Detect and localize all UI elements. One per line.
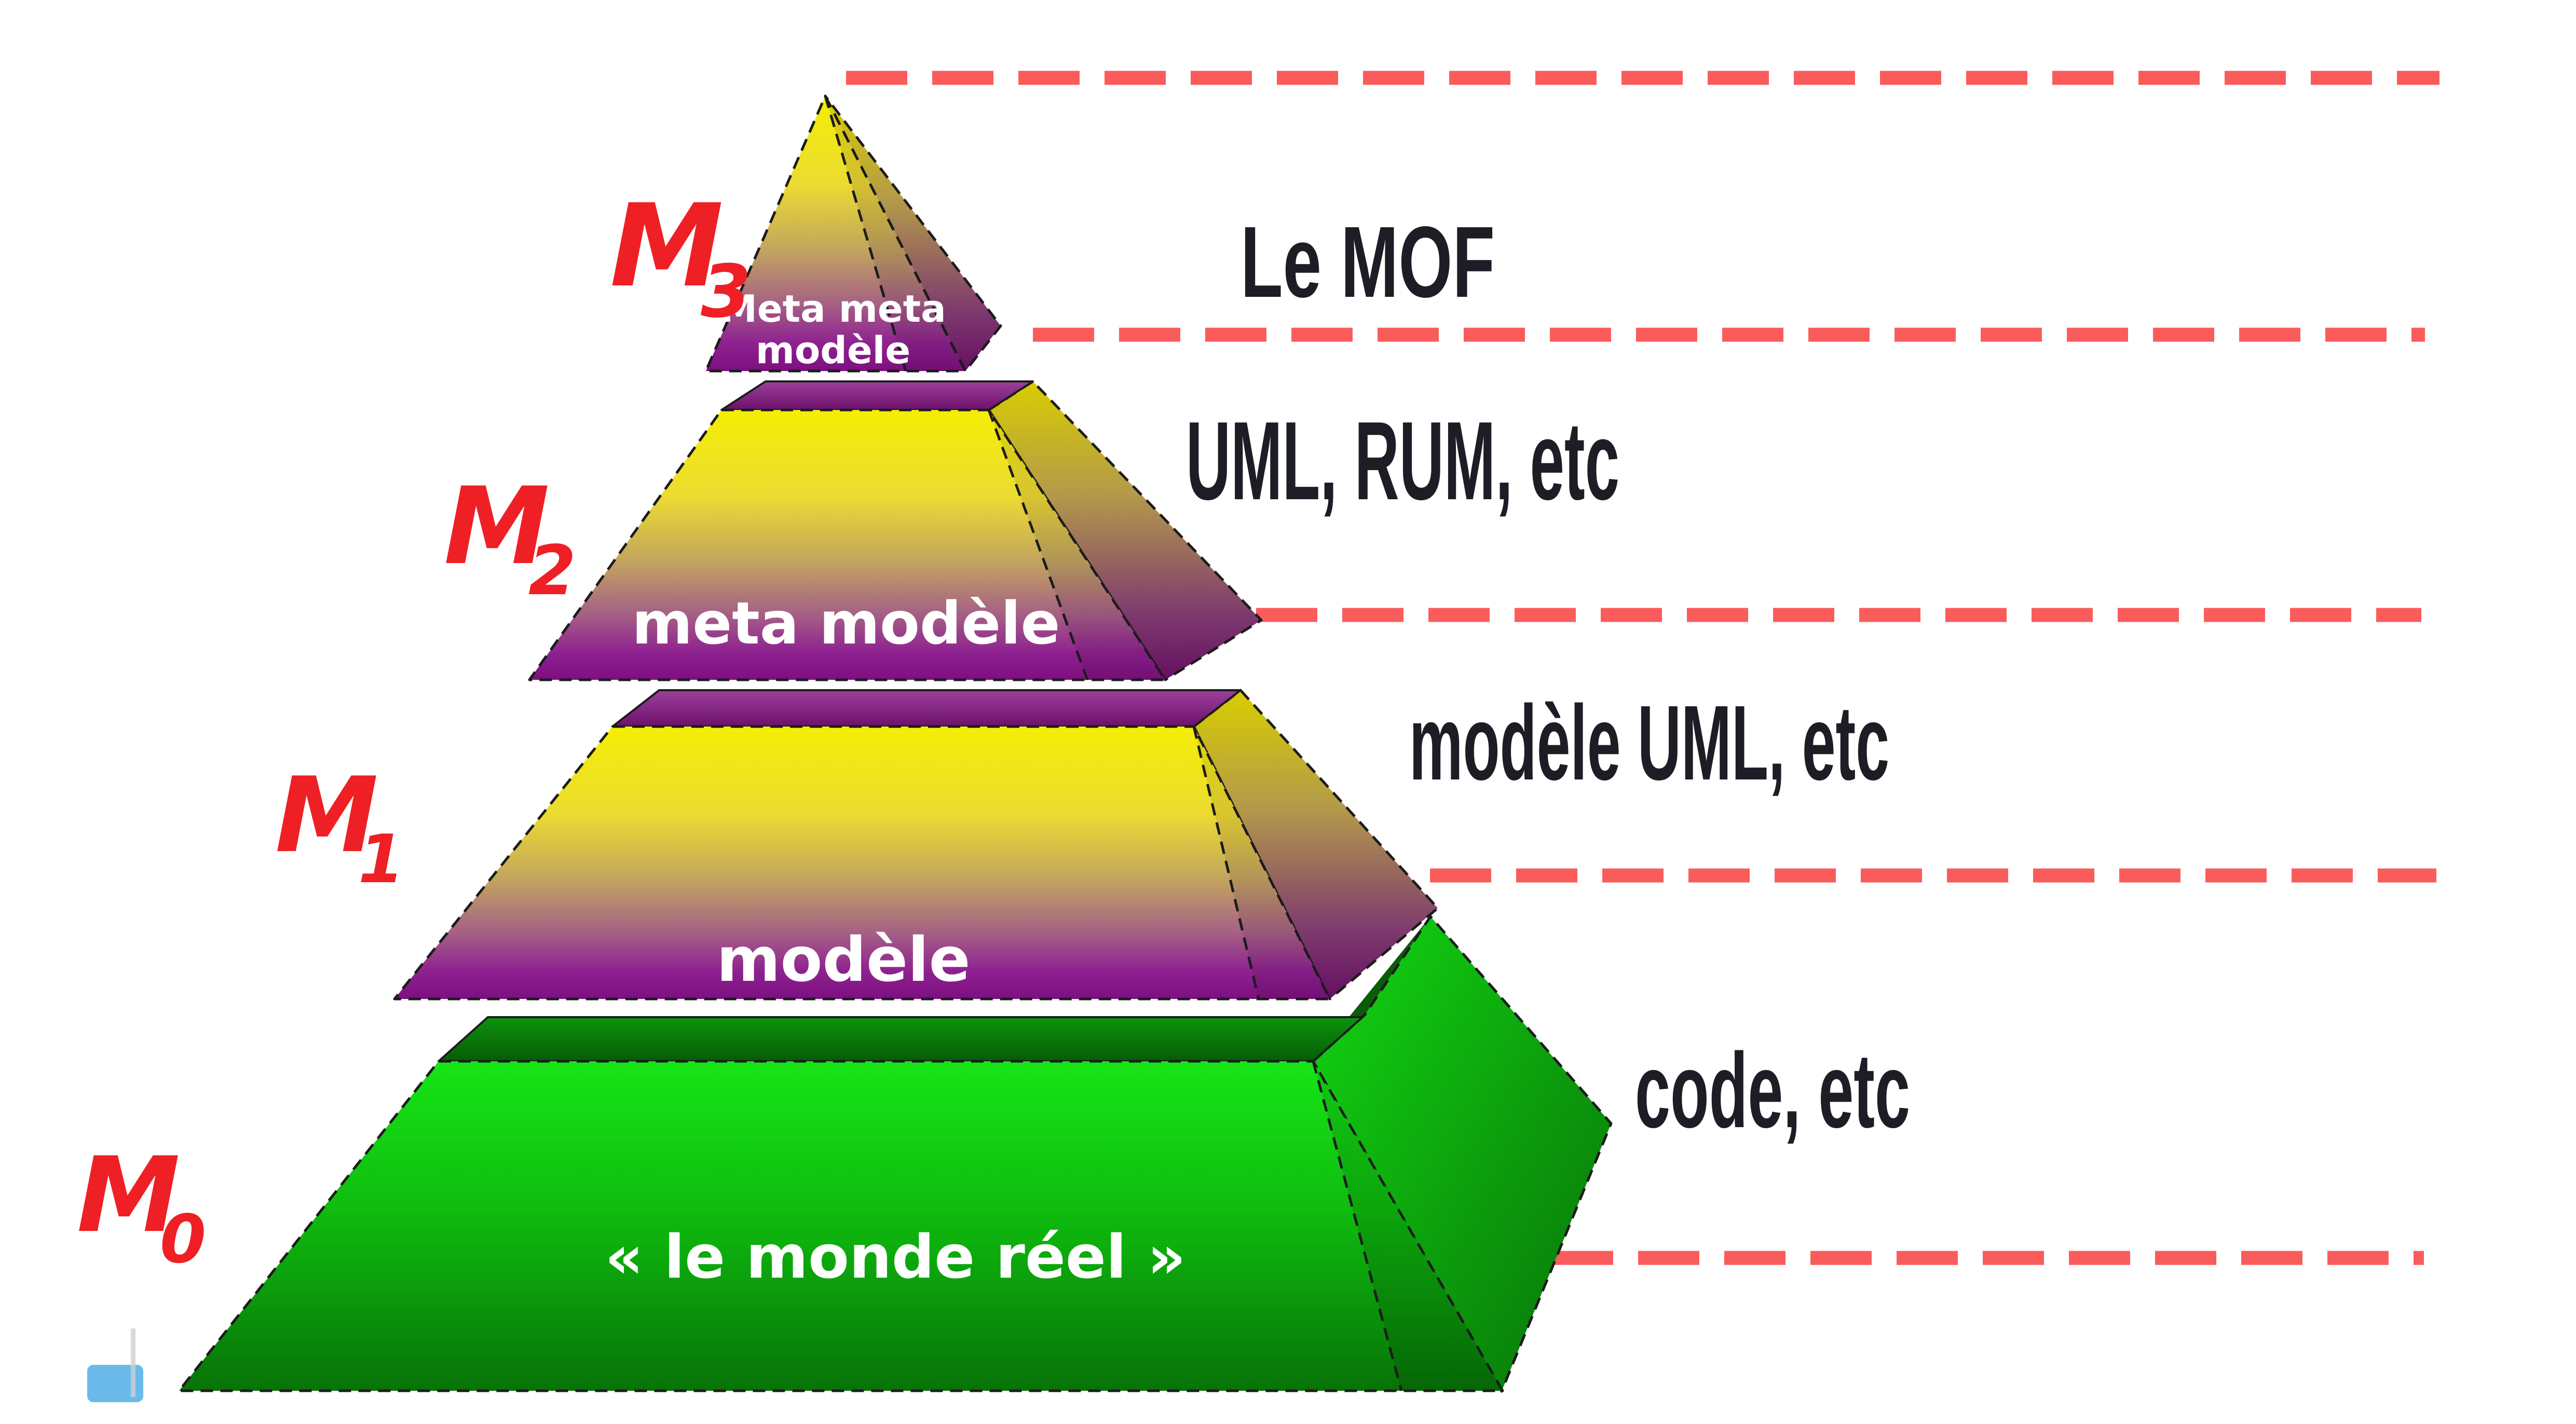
annotation-le-mof: Le MOF (1241, 206, 1495, 319)
m3-front-face (704, 94, 967, 373)
m2-front-face (528, 408, 1167, 681)
annotation-code: code, etc (1635, 1031, 1910, 1150)
m3-front-right-edge (824, 95, 907, 372)
m1-face-text: modèle (717, 924, 971, 995)
m0-front-right-shade (1313, 1061, 1503, 1391)
m0-front-right-edge (1312, 1061, 1403, 1391)
m2-top-band (720, 380, 1034, 411)
m0-level-label: M (77, 1135, 180, 1256)
m3-face-text-line2: modèle (756, 328, 910, 372)
annotation-uml-rum: UML, RUM, etc (1186, 398, 1619, 523)
m3-front-right-shade (825, 96, 965, 371)
m1-level-shape (393, 689, 1439, 1001)
m2-level-label: M (444, 465, 550, 588)
m0-face-text: « le monde réel » (605, 1223, 1185, 1292)
m3-level-label-sub: 3 (701, 250, 751, 334)
m3-level-label: M (610, 180, 724, 312)
m1-top-band (611, 689, 1242, 728)
m3-face-text-line1: Meta meta (720, 287, 946, 331)
m0-front-face (178, 1060, 1504, 1392)
m1-level-label: M (275, 755, 378, 876)
gray-line-artifact (131, 1329, 135, 1397)
m0-top-band (438, 1016, 1364, 1062)
m1-front-right-shade (1194, 727, 1330, 999)
m1-level-label-sub: 1 (358, 821, 404, 898)
m3-side-face (824, 94, 1002, 373)
red-dashed-separators (846, 71, 2439, 1265)
annotation-modele-uml: modèle UML, etc (1409, 683, 1889, 802)
m2-face-text: meta modèle (632, 590, 1060, 658)
m2-level-shape (528, 380, 1263, 681)
m2-level-label-sub: 2 (528, 531, 576, 611)
annotations: Le MOF UML, RUM, etc modèle UML, etc cod… (1186, 206, 1910, 1150)
m1-front-face (393, 725, 1331, 1001)
m2-front-right-shade (989, 410, 1165, 680)
m1-front-right-edge (1192, 726, 1260, 999)
blue-fragment (87, 1365, 143, 1402)
level-labels: M 3 M 2 M 1 M 0 (77, 180, 751, 1278)
m0-level-shape (178, 915, 1613, 1393)
m2-front-right-edge (987, 409, 1089, 680)
m0-level-label-sub: 0 (160, 1201, 206, 1278)
m3-level-shape (704, 94, 1002, 373)
